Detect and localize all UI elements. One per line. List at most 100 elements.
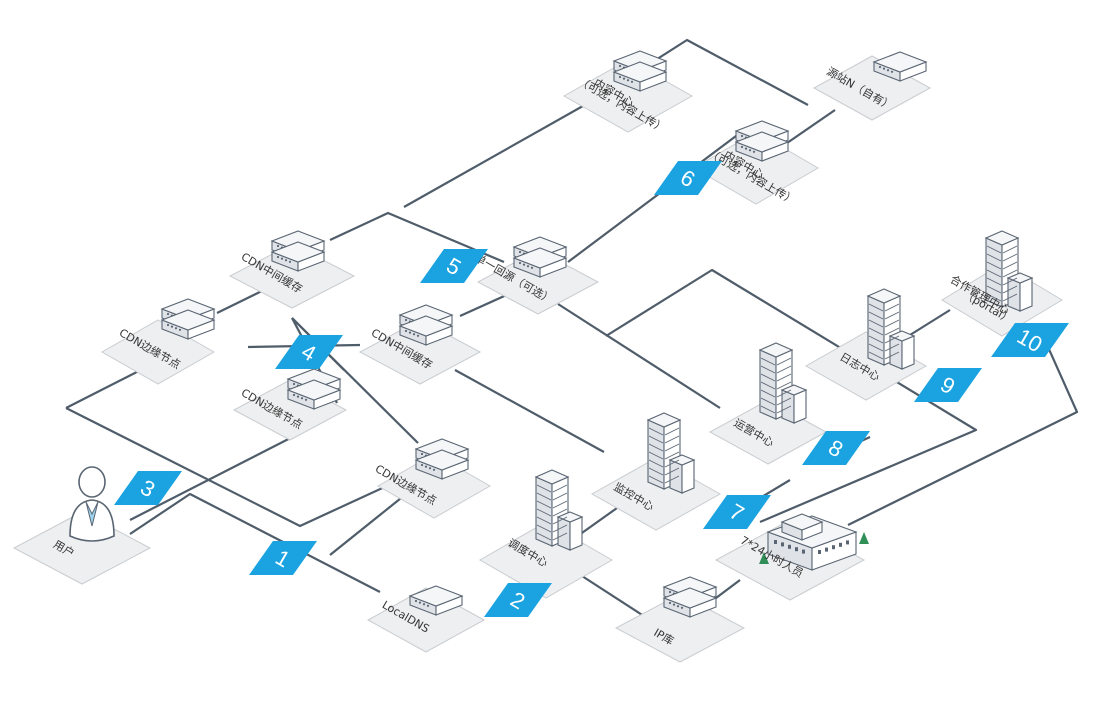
- content_center_top-server-icon-unit-1-top: [612, 61, 668, 83]
- origin_n-server-icon-led-0-2: [886, 69, 890, 72]
- mid_cache_right-server-icon-led-1-0: [404, 329, 408, 333]
- connection-line-2: [129, 427, 311, 521]
- ops-building-icon-window-l-3: [760, 381, 776, 390]
- staff-office-building-icon-win-r-4: [846, 540, 849, 545]
- step-badge-3: [114, 471, 182, 505]
- portal-building-icon-window-r-4: [1002, 277, 1018, 286]
- edge_left-server-icon-led-1-3: [178, 328, 182, 331]
- portal-building-icon-window-r-0: [1002, 245, 1018, 254]
- staff-office-building-icon-win-l-4: [802, 549, 805, 554]
- step-badge-5: [420, 249, 488, 283]
- edge_left-server-icon-unit-1-top: [160, 309, 216, 331]
- mid_cache_right-server-icon-unit-1-top: [398, 315, 454, 337]
- ops-building-icon-window-r-0: [776, 357, 792, 366]
- ops-building-icon: [758, 342, 808, 424]
- monitor-building-icon-window-r-0: [664, 427, 680, 436]
- content_center_right-server-icon: [734, 120, 790, 162]
- mid_cache_right-server-icon-led-1-3: [416, 334, 420, 337]
- log-building-icon-window-r-3: [884, 327, 900, 336]
- log-building-icon-window-l-3: [868, 327, 884, 336]
- content_center_right-server-icon-led-1-2: [748, 149, 752, 152]
- portal-building-icon-window-r-5: [1002, 285, 1018, 294]
- content_center_top-server-icon-led-1-3: [630, 80, 634, 83]
- log-building-icon-window-r-1: [884, 311, 900, 320]
- portal-building-icon: [984, 230, 1034, 312]
- monitor-building-icon: [646, 412, 696, 494]
- connection-line-22: [847, 337, 1079, 526]
- portal-building-icon-tower-main-top: [984, 230, 1020, 246]
- monitor-building-icon-tower-side-left: [669, 459, 683, 494]
- connection-line-13: [557, 303, 721, 409]
- monitor-building-icon-window-r-1: [664, 435, 680, 444]
- edge_bottom-server-icon-led-1-0: [420, 463, 424, 467]
- connection-line-1: [65, 407, 457, 528]
- user-user-icon-head: [78, 466, 106, 498]
- localdns-server-icon-led-0-1: [418, 601, 422, 604]
- log-building-icon-window-l-6: [868, 351, 884, 360]
- dispatch-building-icon-tower-side-left: [557, 516, 571, 551]
- dispatch-building-icon-window-l-5: [536, 524, 552, 533]
- dispatch-building-icon-window-r-2: [552, 500, 568, 509]
- staff-office-building-icon-win-r-2: [832, 545, 835, 550]
- dispatch-building-icon-window-l-6: [536, 532, 552, 541]
- portal-building-icon-window-r-3: [1002, 269, 1018, 278]
- step-badge-9: [914, 368, 982, 402]
- user-user-icon-tie: [85, 501, 99, 527]
- ops-building-icon-window-l-6: [760, 405, 776, 414]
- staff-office-building-icon-win-r-0: [818, 550, 821, 554]
- monitor-building-icon-window-l-1: [648, 435, 664, 444]
- edge_bottom-server-icon-led-1-3: [432, 468, 436, 471]
- log-building-icon-window-r-0: [884, 303, 900, 312]
- log-building-icon-tower-side-right: [901, 335, 915, 370]
- origin_n-server-icon: [872, 51, 928, 82]
- tile-origin_single: [476, 249, 600, 315]
- staff-office-building-icon-tree-1: [859, 532, 869, 544]
- edge_left-server-icon-led-1-0: [166, 323, 170, 327]
- portal-building-icon-window-l-0: [986, 245, 1002, 254]
- log-building-icon-tower-side-top: [888, 330, 916, 342]
- mid_cache_top-server-icon: [270, 230, 326, 272]
- portal-building-icon-window-r-6: [1002, 293, 1018, 302]
- iplib-server-icon-led-1-2: [676, 605, 680, 608]
- edge_mid-server-icon-led-1-2: [300, 397, 304, 400]
- edge_bottom-server-icon-led-0-0: [420, 452, 424, 456]
- staff-office-building-icon-win-l-2: [788, 544, 791, 549]
- edge_left-server-icon-led-1-1: [170, 325, 174, 328]
- staff-office-building-icon-win-l-0: [774, 540, 777, 544]
- dispatch-building-icon-tower-side-right: [569, 516, 583, 551]
- localdns-server-icon-led-0-3: [426, 604, 430, 607]
- origin_single-server-icon-led-1-3: [530, 266, 534, 269]
- origin_single-server-icon-led-1-1: [522, 263, 526, 266]
- log-building-icon-window-l-2: [868, 319, 884, 328]
- ops-building-icon-window-r-2: [776, 373, 792, 382]
- dispatch-building-icon-window-r-4: [552, 516, 568, 525]
- step-badge-4: [275, 335, 343, 369]
- monitor-building-icon-window-r-6: [664, 475, 680, 484]
- ops-building-icon-window-l-0: [760, 357, 776, 366]
- ops-building-icon-window-r-4: [776, 389, 792, 398]
- portal-building-icon-window-l-1: [986, 253, 1002, 262]
- edge_mid-server-icon-led-1-1: [296, 395, 300, 398]
- dispatch-building-icon: [534, 469, 584, 551]
- content_center_right-server-icon-led-0-0: [740, 134, 744, 138]
- log-building-icon-window-l-5: [868, 343, 884, 352]
- content_center_right-server-icon-led-1-0: [740, 145, 744, 149]
- portal-building-icon-tower-side-right: [1019, 277, 1033, 312]
- monitor-building-icon-tower-main-left: [647, 419, 665, 490]
- dispatch-building-icon-window-r-1: [552, 492, 568, 501]
- connection-line-14: [454, 369, 605, 453]
- tile-user: [12, 511, 152, 585]
- content_center_top-server-icon-led-1-1: [622, 77, 626, 80]
- staff-office-building-icon-win-l-1: [781, 542, 784, 547]
- portal-building-icon-window-l-3: [986, 269, 1002, 278]
- ops-building-icon-window-r-6: [776, 405, 792, 414]
- origin_n-server-icon-led-0-0: [878, 65, 882, 69]
- step-badge-10: [991, 323, 1069, 357]
- edge_bottom-server-icon: [414, 438, 470, 480]
- dispatch-building-icon-tower-side-top: [556, 511, 584, 523]
- content_center_top-server-icon-led-1-0: [618, 75, 622, 79]
- dispatch-building-icon-window-l-1: [536, 492, 552, 501]
